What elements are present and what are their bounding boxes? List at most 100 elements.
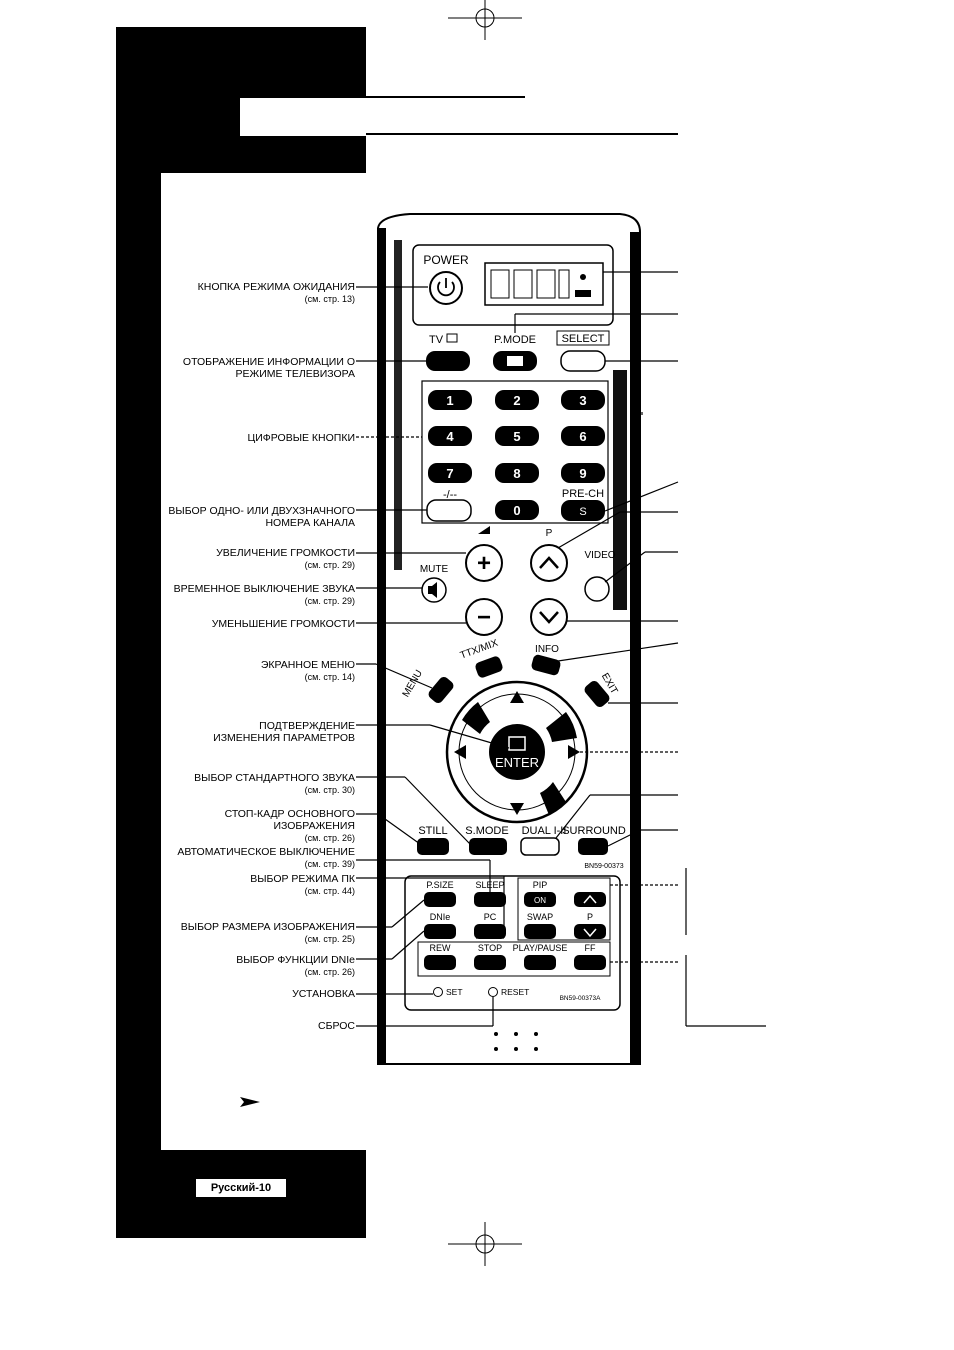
digit-button-6[interactable]: 6 (561, 426, 605, 446)
callout-digits: ЦИФРОВЫЕ КНОПКИ (247, 432, 355, 444)
sleep-button[interactable] (474, 892, 506, 907)
select-button[interactable] (560, 350, 606, 372)
ttx-button[interactable] (474, 655, 504, 679)
digit-button-5[interactable]: 5 (495, 426, 539, 446)
menu-button[interactable] (427, 675, 456, 705)
left-leader-lines (356, 286, 510, 1027)
stop-button[interactable] (474, 955, 506, 970)
digit-button-0[interactable]: 0 (495, 500, 539, 520)
rew-label: REW (430, 943, 452, 953)
digit-label: 9 (579, 466, 586, 481)
swap-button[interactable] (524, 924, 556, 939)
pc-button[interactable] (474, 924, 506, 939)
callout-psize: ВЫБОР РАЗМЕРА ИЗОБРАЖЕНИЯ (см. стр. 25) (180, 921, 355, 944)
mute-icon (428, 582, 437, 598)
smode-button[interactable] (469, 838, 507, 855)
still-button[interactable] (417, 838, 449, 855)
pip-p-label: P (587, 912, 593, 922)
enter-icon (508, 736, 526, 751)
digit-label: 8 (513, 466, 520, 481)
digit-label: 4 (446, 429, 454, 444)
rew-button[interactable] (424, 955, 456, 970)
exit-button[interactable] (583, 679, 612, 709)
playpause-button[interactable] (524, 955, 556, 970)
digit-label: 7 (446, 466, 453, 481)
arrow-right-icon[interactable] (568, 745, 580, 759)
minus-icon: − (477, 604, 491, 631)
reset-button[interactable] (488, 987, 498, 997)
pc-label: PC (484, 912, 497, 922)
digit-button-8[interactable]: 8 (495, 463, 539, 483)
smode-label: S.MODE (465, 825, 508, 837)
callout-set: УСТАНОВКА (292, 988, 355, 1000)
callout-mute: ВРЕМЕННОЕ ВЫКЛЮЧЕНИЕ ЗВУКА (см. стр. 29) (173, 583, 355, 606)
volume-down-button[interactable] (465, 598, 503, 636)
dash-button[interactable] (426, 499, 472, 522)
pmode-icon (507, 356, 523, 366)
set-button[interactable] (433, 987, 443, 997)
page-number: Русский-10 (195, 1178, 287, 1198)
digit-button-9[interactable]: 9 (561, 463, 605, 483)
still-label: STILL (418, 825, 447, 837)
prech-button[interactable] (561, 500, 605, 521)
channel-down-button[interactable] (530, 598, 568, 636)
pip-frame (517, 877, 611, 941)
tv-button[interactable] (426, 351, 470, 371)
digit-button-3[interactable]: 3 (561, 390, 605, 410)
dnie-label: DNIe (430, 912, 451, 922)
dnie-button[interactable] (424, 924, 456, 939)
ff-label: FF (585, 943, 596, 953)
digit-label: 5 (513, 429, 520, 444)
pip-on-label: ON (534, 896, 546, 905)
pip-up-icon (583, 894, 597, 904)
info-button[interactable] (530, 654, 561, 677)
dual-button[interactable] (520, 837, 560, 856)
video-label: VIDEO (584, 550, 615, 561)
callout-tv-info: ОТОБРАЖЕНИЕ ИНФОРМАЦИИ О РЕЖИМЕ ТЕЛЕВИЗО… (182, 356, 355, 380)
psize-button[interactable] (424, 892, 456, 907)
pip-down-button[interactable] (574, 924, 606, 939)
digit-label: 6 (579, 429, 586, 444)
psize-label: P.SIZE (426, 880, 453, 890)
ff-button[interactable] (574, 955, 606, 970)
digit-button-2[interactable]: 2 (495, 390, 539, 410)
plus-icon: + (477, 550, 491, 577)
callout-still: СТОП-КАДР ОСНОВНОГО ИЗОБРАЖЕНИЯ (см. стр… (224, 808, 355, 843)
digit-button-7[interactable]: 7 (428, 463, 472, 483)
video-button[interactable] (584, 576, 610, 602)
channel-up-button[interactable] (530, 544, 568, 582)
arrow-up-icon[interactable] (510, 691, 524, 703)
callout-channel-digits: ВЫБОР ОДНО- ИЛИ ДВУХЗНАЧНОГО НОМЕРА КАНА… (168, 505, 355, 529)
tv-label: TV (429, 334, 444, 346)
surround-label: SURROUND (562, 825, 626, 837)
enter-button[interactable] (489, 724, 545, 780)
digit-button-1[interactable]: 1 (428, 390, 472, 410)
transport-frame (417, 941, 611, 977)
power-button[interactable] (429, 271, 463, 305)
enter-label: ENTER (495, 755, 539, 770)
volume-up-button[interactable] (465, 544, 503, 582)
pip-label: PIP (533, 880, 548, 890)
reset-label: RESET (501, 987, 529, 997)
lcd-display (484, 262, 604, 306)
callout-smode: ВЫБОР СТАНДАРТНОГО ЗВУКА (см. стр. 30) (194, 772, 355, 795)
callout-volume-down: УМЕНЬШЕНИЕ ГРОМКОСТИ (211, 618, 355, 630)
tv-icon (446, 333, 458, 343)
right-leader-lines (514, 271, 766, 1027)
power-label: POWER (423, 253, 469, 267)
callout-volume-up: УВЕЛИЧЕНИЕ ГРОМКОСТИ (см. стр. 29) (216, 547, 355, 570)
surround-button[interactable] (578, 838, 608, 855)
callout-reset: СБРОС (318, 1020, 355, 1032)
pip-up-button[interactable] (574, 892, 606, 907)
chevron-up-icon (539, 556, 559, 569)
arrow-left-icon[interactable] (454, 745, 466, 759)
arrow-down-icon[interactable] (510, 803, 524, 815)
pip-button[interactable] (524, 892, 556, 907)
pip-down-icon (583, 928, 597, 938)
p-label: P (546, 528, 553, 539)
digit-label: 0 (513, 503, 520, 518)
callout-menu: ЭКРАННОЕ МЕНЮ (см. стр. 14) (260, 659, 355, 682)
digit-button-4[interactable]: 4 (428, 426, 472, 446)
sidebar-block-left (116, 173, 161, 1150)
